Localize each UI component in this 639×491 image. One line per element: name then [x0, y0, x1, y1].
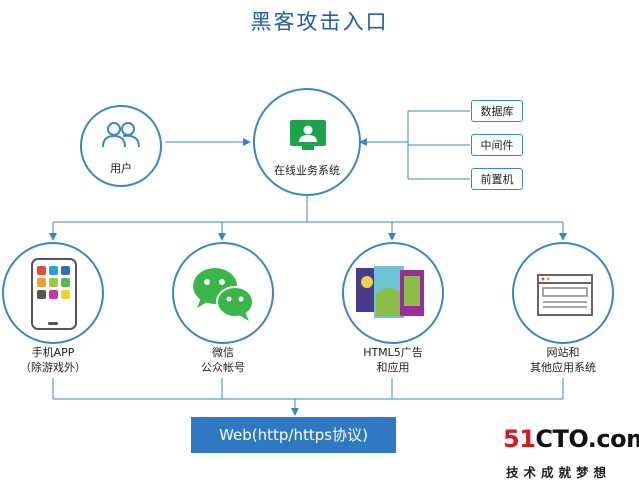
users-icon	[102, 122, 140, 148]
backend-frontend-processor: 前置机	[471, 168, 523, 190]
web-protocol-box: Web(http/https协议)	[191, 417, 396, 453]
wechat-icon	[193, 268, 254, 321]
user-node	[80, 105, 162, 187]
browser-window-icon	[537, 274, 593, 316]
brand-slogan: 技术成就梦想	[506, 465, 612, 480]
client-mobile-label-1: 手机APP	[31, 346, 75, 359]
client-html5	[342, 242, 444, 344]
user-label: 用户	[110, 162, 132, 175]
diagram-title: 黑客攻击入口	[250, 10, 389, 34]
brand-number: 51	[503, 425, 536, 453]
backend-middleware: 中间件	[471, 134, 523, 156]
monitor-icon	[290, 120, 326, 146]
client-wechat-label-1: 微信	[212, 346, 234, 359]
client-website-label-1: 网站和	[546, 346, 580, 359]
core-system-node	[253, 88, 361, 196]
phone-icon	[31, 258, 77, 330]
client-mobile-app	[2, 242, 104, 344]
client-wechat	[172, 242, 274, 344]
client-mobile-label-2: （除游戏外）	[20, 361, 86, 374]
backend-database: 数据库	[471, 100, 523, 122]
client-website	[512, 242, 614, 344]
client-html5-label-1: HTML5广告	[363, 346, 423, 359]
client-website-label-2: 其他应用系统	[530, 361, 596, 374]
brand-watermark-logo: 51CTO.com	[503, 425, 639, 453]
client-html5-label-2: 和应用	[376, 361, 410, 374]
core-system-label: 在线业务系统	[274, 164, 340, 177]
client-wechat-label-2: 公众帐号	[201, 361, 245, 374]
brand-name: CTO.com	[535, 425, 639, 453]
html5-screens-icon	[356, 266, 424, 318]
